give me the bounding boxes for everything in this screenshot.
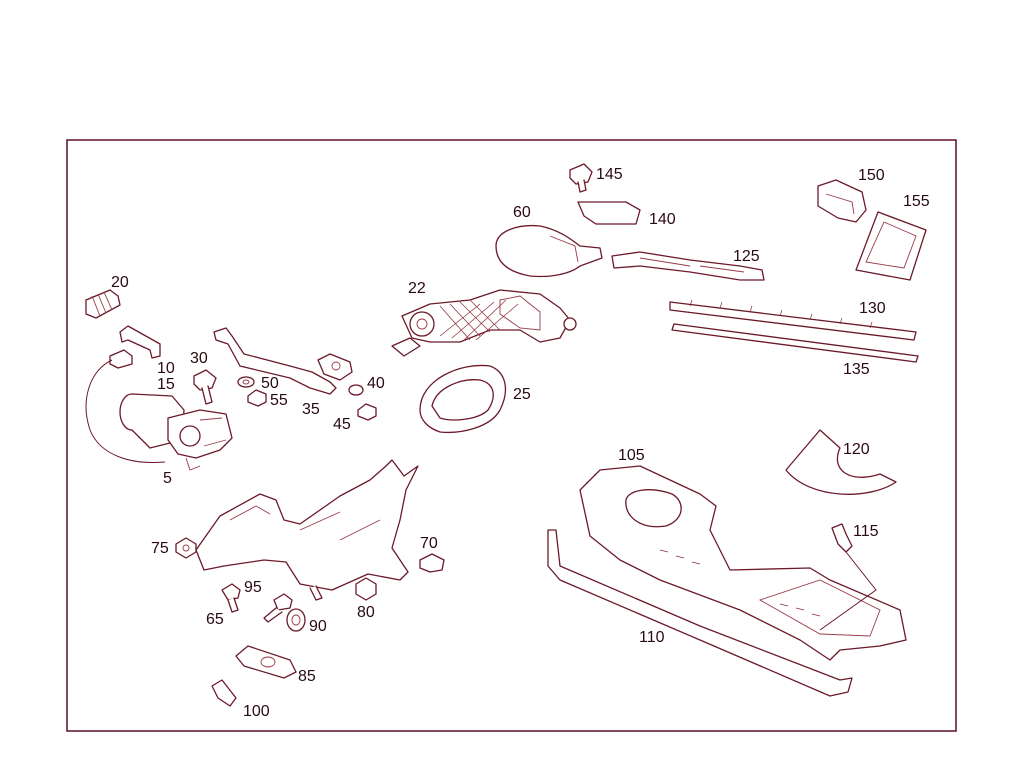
part-145-screw[interactable] [569,163,593,193]
callout-90: 90 [309,618,327,635]
callout-30: 30 [190,350,208,367]
callout-130: 130 [859,300,886,317]
callout-85: 85 [298,668,316,685]
part-120-seal[interactable] [785,429,897,495]
callout-65: 65 [206,611,224,628]
part-85-bracket[interactable] [235,645,297,679]
part-125-wiper-arm[interactable] [611,251,765,281]
part-30-bolt[interactable] [193,369,217,405]
part-130-wiper-blade[interactable] [669,299,917,341]
part-110-seal-strip[interactable] [547,529,853,697]
part-115-clip[interactable] [831,523,853,553]
callout-145: 145 [596,166,623,183]
callout-60: 60 [513,204,531,221]
callout-80: 80 [357,604,375,621]
part-22-linkage-frame[interactable] [391,289,577,357]
callout-55: 55 [270,392,288,409]
part-60-cap[interactable] [495,224,603,278]
callout-135: 135 [843,361,870,378]
part-35-linkage[interactable] [213,327,353,395]
callout-5: 5 [163,470,172,487]
part-140-cover[interactable] [577,201,641,225]
callout-125: 125 [733,248,760,265]
part-90-bushing[interactable] [286,608,306,632]
part-75-nut[interactable] [175,537,197,559]
part-housing-bracket[interactable] [195,459,419,601]
part-100-clip[interactable] [211,679,237,707]
part-20-boot[interactable] [85,289,121,319]
part-95-screw[interactable] [263,593,293,623]
callout-120: 120 [843,441,870,458]
part-45-nut[interactable] [357,403,377,421]
part-65-bolt[interactable] [221,583,241,613]
part-50-washer[interactable] [237,376,255,388]
callout-115: 115 [853,523,879,540]
part-105-cowl-panel[interactable] [579,465,907,661]
leader-115 [819,551,877,631]
callout-35: 35 [302,401,320,418]
callout-25: 25 [513,386,531,403]
part-25-cover[interactable] [419,364,507,434]
callout-95: 95 [244,579,262,596]
part-80-nut[interactable] [355,577,377,601]
part-155-frame[interactable] [855,211,927,281]
part-10-connector[interactable] [109,325,161,369]
part-135-blade-insert[interactable] [671,323,919,363]
part-55-nut[interactable] [247,389,267,407]
callout-105: 105 [618,447,645,464]
part-40-clip[interactable] [348,384,364,396]
callout-100: 100 [243,703,270,720]
callout-70: 70 [420,535,438,552]
diagram-frame [66,139,957,732]
part-70-bolt[interactable] [419,553,445,573]
part-150-bracket[interactable] [817,179,867,223]
callout-140: 140 [649,211,676,228]
callout-40: 40 [367,375,385,392]
callout-50: 50 [261,375,279,392]
callout-20: 20 [111,274,129,291]
callout-155: 155 [903,193,930,210]
part-5-wiper-motor[interactable] [85,359,233,471]
callout-22: 22 [408,280,426,297]
callout-75: 75 [151,540,169,557]
callout-45: 45 [333,416,351,433]
callout-10: 10 [157,360,175,377]
callout-15: 15 [157,376,175,393]
callout-110: 110 [639,629,665,646]
callout-150: 150 [858,167,885,184]
